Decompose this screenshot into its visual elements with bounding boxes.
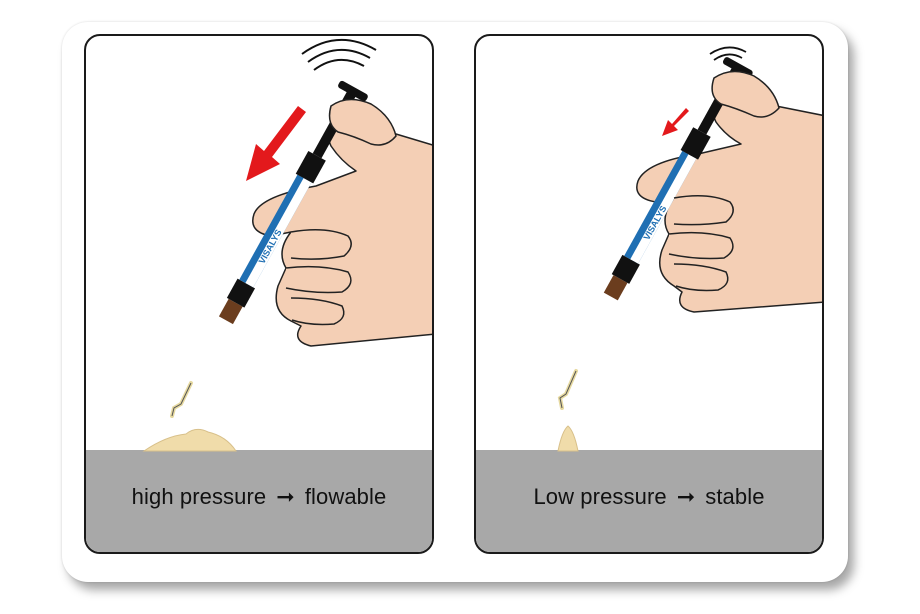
finger [290, 297, 345, 326]
thumb [328, 98, 397, 146]
syringe: VISALYS [218, 80, 368, 325]
caption-condition: Low pressure [533, 484, 667, 509]
floor-surface [476, 450, 822, 552]
arrow-right-icon: ➞ [676, 484, 696, 510]
pressure-arrow [246, 106, 306, 181]
pressure-arrow [662, 108, 689, 136]
caption: high pressure ➞ flowable [86, 484, 432, 510]
caption-condition: high pressure [131, 484, 267, 509]
finger [290, 229, 352, 260]
panel-high-pressure: VISALYS high pressure ➞ flowable [84, 34, 434, 554]
caption-result: stable [705, 484, 765, 509]
pressure-waves-icon [709, 46, 747, 61]
flowable-material [142, 428, 237, 452]
caption-result: flowable [304, 484, 387, 509]
pressure-waves-icon [301, 39, 377, 71]
panel-low-pressure: VISALYS Low pressure ➞ stable [474, 34, 824, 554]
low-pressure-illustration: VISALYS [557, 46, 822, 452]
floor-surface [86, 450, 432, 552]
finger [673, 263, 729, 292]
arrow-right-icon: ➞ [276, 484, 295, 510]
high-pressure-illustration: VISALYS [142, 39, 432, 452]
finger [285, 265, 352, 294]
thumb [711, 70, 780, 118]
finger [668, 231, 734, 260]
caption: Low pressure ➞ stable [476, 484, 822, 510]
finger [673, 195, 734, 226]
stable-material [557, 425, 579, 452]
